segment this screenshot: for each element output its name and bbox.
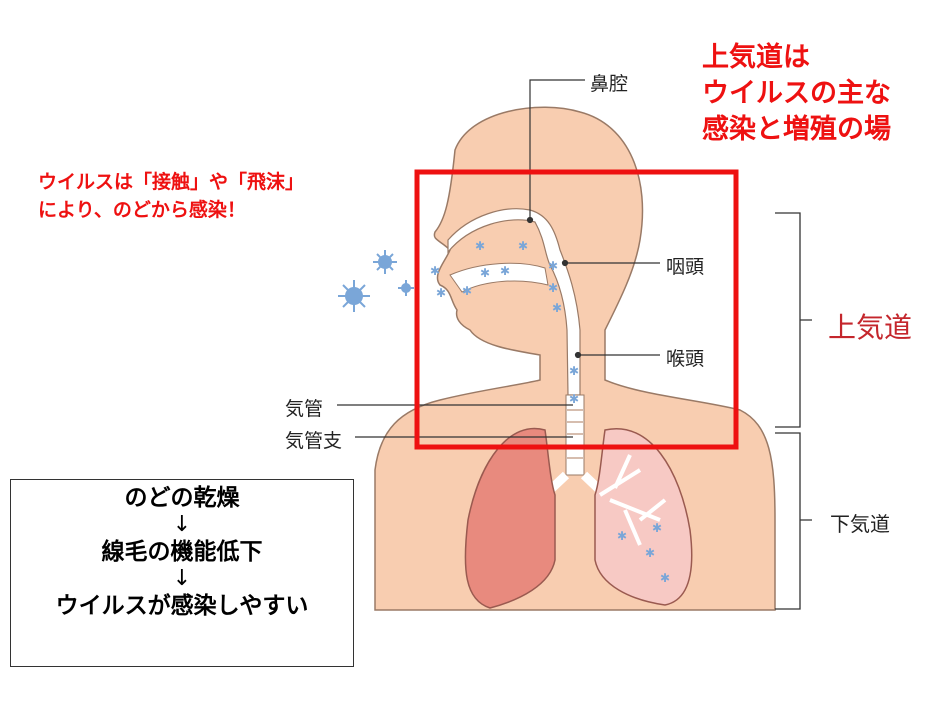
svg-text:✱: ✱ <box>660 571 670 585</box>
down-arrow-icon: ↓ <box>172 512 192 537</box>
headline-line: 上気道は <box>702 42 810 73</box>
infection-note: ウイルスは「接触」や「飛沫」 により、のどから感染！ <box>38 168 304 224</box>
flow-step-cilia: 線毛の機能低下 <box>101 539 263 565</box>
svg-text:✱: ✱ <box>569 392 579 406</box>
upper-airway-highlight <box>414 169 739 450</box>
svg-text:✱: ✱ <box>652 521 662 535</box>
headline: 上気道は ウイルスの主な 感染と増殖の場 <box>702 40 891 148</box>
svg-text:✱: ✱ <box>518 239 528 253</box>
svg-text:✱: ✱ <box>617 529 627 543</box>
upper-airway-bracket <box>775 212 812 428</box>
label-upper-airway: 上気道 <box>828 311 913 344</box>
left-lung <box>464 427 556 609</box>
headline-line: 感染と増殖の場 <box>702 114 891 145</box>
headline-line: ウイルスの主な <box>702 78 891 109</box>
svg-text:✱: ✱ <box>645 546 655 560</box>
bronchioles <box>598 454 667 546</box>
svg-text:✱: ✱ <box>548 281 558 295</box>
label-nasal-cavity: 鼻腔 <box>590 73 629 95</box>
down-arrow-icon: ↓ <box>172 566 192 591</box>
svg-text:✱: ✱ <box>569 364 579 378</box>
flow-step-dryness: のどの乾燥 <box>124 485 240 511</box>
label-lower-airway: 下気道 <box>830 512 890 536</box>
flow-box: のどの乾燥 ↓ 線毛の機能低下 ↓ ウイルスが感染しやすい <box>10 479 354 667</box>
svg-text:✱: ✱ <box>475 239 485 253</box>
label-bronchi: 気管支 <box>285 430 343 452</box>
label-larynx: 喉頭 <box>666 348 705 370</box>
lower-airway-bracket <box>775 432 812 610</box>
label-trachea: 気管 <box>285 398 324 420</box>
svg-text:✱: ✱ <box>548 259 558 273</box>
svg-text:✱: ✱ <box>430 264 440 278</box>
svg-text:✱: ✱ <box>480 266 490 280</box>
airborne-virus-icons <box>338 250 414 312</box>
note-line: により、のどから感染！ <box>38 199 246 221</box>
note-line: ウイルスは「接触」や「飛沫」 <box>38 171 305 193</box>
svg-text:✱: ✱ <box>552 301 562 315</box>
trachea <box>565 394 585 476</box>
svg-text:✱: ✱ <box>500 264 510 278</box>
svg-text:✱: ✱ <box>462 284 472 298</box>
mouth-cavity <box>449 262 549 293</box>
svg-text:✱: ✱ <box>436 286 446 300</box>
virus-particles: ✱ ✱ ✱ ✱ ✱ ✱ ✱ ✱ ✱ ✱ ✱ ✱ ✱ ✱ ✱ ✱ <box>430 239 670 585</box>
flow-step-infection: ウイルスが感染しやすい <box>55 593 309 619</box>
label-pharynx: 咽頭 <box>666 256 705 278</box>
